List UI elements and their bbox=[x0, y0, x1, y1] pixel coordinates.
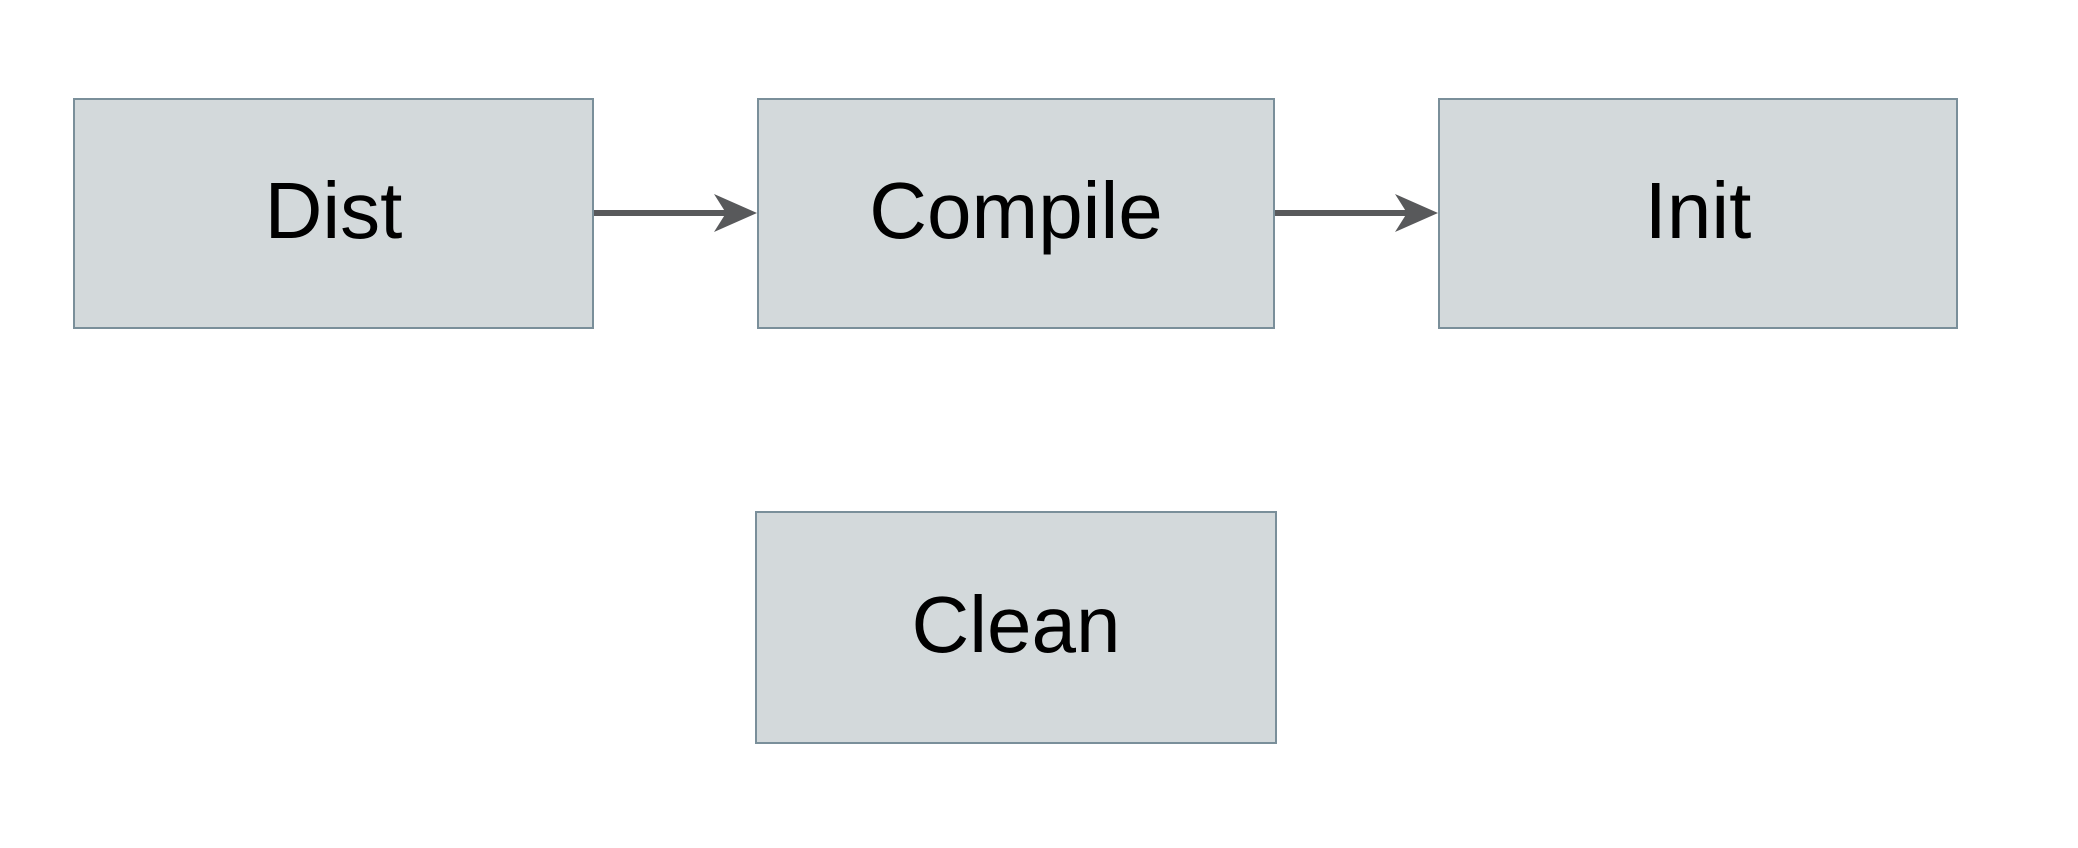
node-clean: Clean bbox=[755, 511, 1277, 744]
node-dist-label: Dist bbox=[264, 165, 403, 255]
node-init-label: Init bbox=[1644, 165, 1752, 255]
node-init: Init bbox=[1438, 98, 1958, 329]
arrow-compile-to-init bbox=[1275, 194, 1438, 232]
node-compile-label: Compile bbox=[869, 165, 1163, 255]
node-compile: Compile bbox=[757, 98, 1275, 329]
node-dist: Dist bbox=[73, 98, 594, 329]
node-clean-label: Clean bbox=[911, 579, 1121, 669]
arrow-dist-to-compile bbox=[594, 194, 757, 232]
